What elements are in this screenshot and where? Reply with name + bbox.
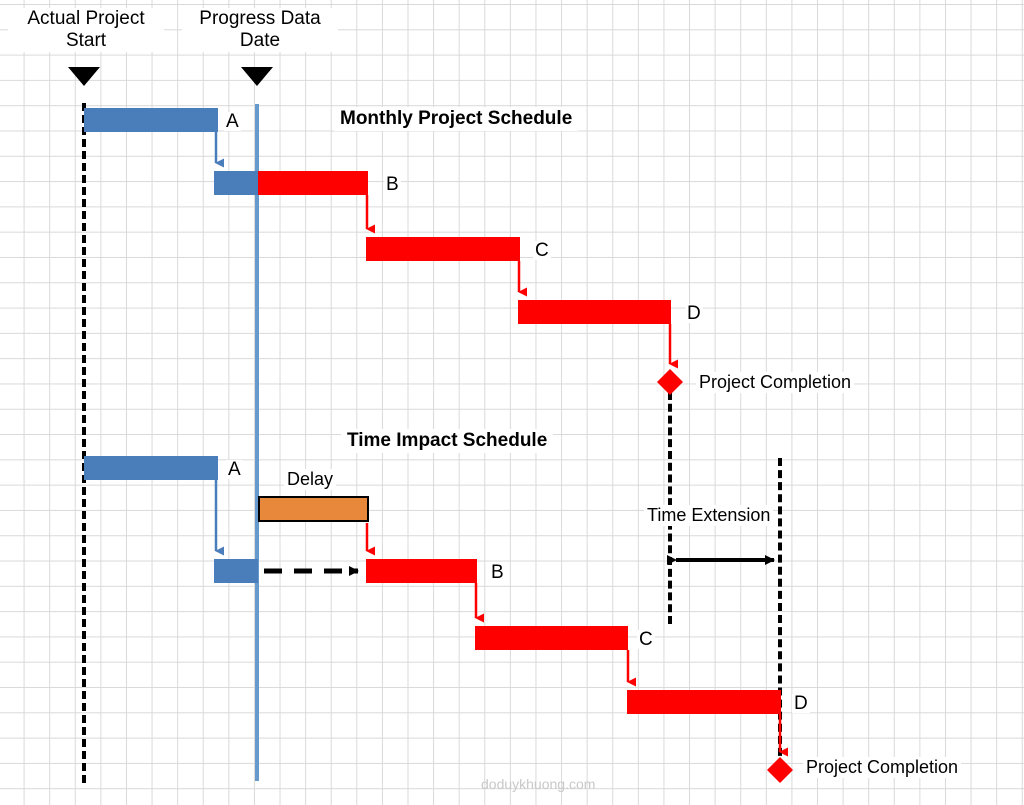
task-label-a-impact: A — [226, 459, 243, 480]
task-bar-b-monthly-remaining[interactable] — [258, 171, 368, 195]
progress-data-date-line — [255, 104, 259, 781]
monthly-schedule-title: Monthly Project Schedule — [334, 107, 579, 131]
progress-data-date-triangle-icon — [241, 67, 273, 86]
task-bar-b-impact-progress[interactable] — [214, 559, 258, 583]
marker-actual-start-line2: Start — [65, 29, 107, 51]
marker-label-progress-data-date: Progress Data Date — [182, 8, 338, 52]
task-bar-d-monthly[interactable] — [518, 300, 671, 324]
task-label-c-monthly: C — [533, 240, 551, 261]
delay-label: Delay — [284, 469, 337, 490]
actual-project-start-line — [82, 103, 86, 783]
task-bar-d-impact[interactable] — [627, 690, 781, 714]
task-bar-b-monthly-progress[interactable] — [214, 171, 258, 195]
marker-actual-start-line1: Actual Project — [27, 8, 145, 29]
task-label-a-monthly: A — [224, 111, 241, 132]
time-impact-schedule-title: Time Impact Schedule — [341, 429, 554, 453]
delay-bar[interactable] — [258, 496, 369, 522]
marker-progress-date-line1: Progress Data — [199, 8, 321, 29]
time-extension-label: Time Extension — [644, 505, 774, 526]
milestone-label-project-completion-impact: Project Completion — [803, 757, 962, 778]
task-bar-b-impact-remaining[interactable] — [366, 559, 477, 583]
extended-completion-reference-line — [778, 458, 782, 768]
task-bar-a-monthly[interactable] — [84, 108, 218, 132]
watermark: doduykhuong.com — [481, 776, 596, 792]
task-label-d-monthly: D — [685, 303, 703, 324]
task-label-d-impact: D — [792, 693, 810, 714]
marker-label-actual-project-start: Actual Project Start — [8, 8, 164, 52]
task-label-b-monthly: B — [384, 174, 401, 195]
marker-progress-date-line2: Date — [239, 29, 281, 51]
task-label-b-impact: B — [489, 562, 506, 583]
task-label-c-impact: C — [637, 629, 655, 650]
task-bar-c-monthly[interactable] — [366, 237, 520, 261]
milestone-label-project-completion-monthly: Project Completion — [696, 372, 855, 393]
actual-project-start-triangle-icon — [68, 67, 100, 86]
task-bar-c-impact[interactable] — [475, 626, 628, 650]
task-bar-a-impact[interactable] — [84, 456, 218, 480]
